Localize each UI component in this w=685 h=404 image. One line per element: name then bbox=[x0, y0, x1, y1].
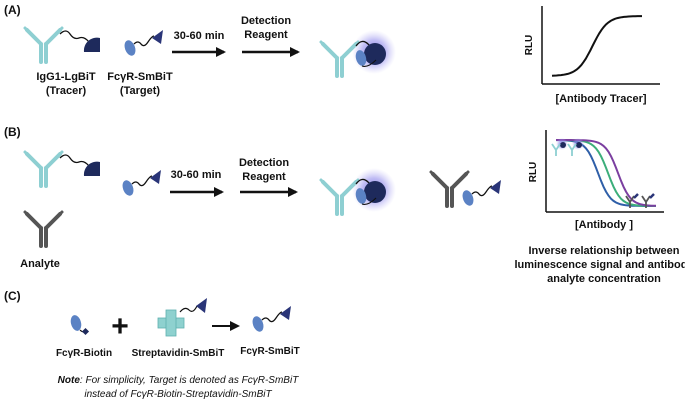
lgbit-icon bbox=[83, 37, 100, 52]
inhibition-curve-3 bbox=[556, 139, 656, 207]
panel-a-label: (A) bbox=[4, 3, 21, 17]
incubation-time-a: 30-60 min bbox=[174, 30, 225, 42]
panel-c: (C) FcγR-Biotin + Streptavidin-SmBiT Fcγ… bbox=[4, 289, 300, 400]
chart-a-ylabel: RLU bbox=[524, 35, 535, 56]
caption-line1: Inverse relationship between bbox=[529, 245, 680, 257]
fcgr-icon bbox=[355, 188, 367, 204]
luminescent-complex bbox=[319, 30, 396, 78]
chart-b: RLU [Antibody ] bbox=[528, 130, 664, 231]
note-line1: Note: For simplicity, Target is denoted … bbox=[58, 375, 300, 386]
chart-a-xlabel: [Antibody Tracer] bbox=[555, 93, 646, 105]
tracer-role: (Tracer) bbox=[46, 85, 87, 97]
detection-reagent-b-line2: Reagent bbox=[242, 171, 286, 183]
plus-icon: + bbox=[111, 310, 129, 343]
target-name: FcγR-SmBiT bbox=[107, 71, 173, 83]
detection-reagent-b-line1: Detection bbox=[239, 157, 289, 169]
lgbit-icon bbox=[364, 43, 386, 65]
smbit-icon bbox=[196, 298, 207, 313]
tracer-antibody-icon bbox=[23, 26, 64, 64]
streptavidin-smbit-molecule bbox=[157, 298, 207, 337]
analyte-antibody-icon bbox=[429, 170, 470, 208]
fcgr-smbit-icon bbox=[121, 29, 164, 58]
detection-reagent-a-line2: Reagent bbox=[244, 29, 288, 41]
panel-b: (B) Analyte 30-60 min Detection Reagent bbox=[4, 125, 685, 285]
streptavidin-smbit-label: Streptavidin-SmBiT bbox=[132, 348, 225, 359]
caption-line2: luminescence signal and antibody bbox=[514, 259, 685, 271]
tracer-antibody-icon bbox=[319, 40, 360, 78]
fcgr-icon bbox=[355, 50, 367, 66]
mini-complex-icons bbox=[551, 138, 584, 156]
tracer-antibody-icon bbox=[23, 150, 64, 188]
linker-icon bbox=[59, 154, 90, 167]
chart-b-xlabel: [Antibody ] bbox=[575, 219, 633, 231]
analyte-antibody-icon bbox=[23, 210, 64, 248]
linker-icon bbox=[59, 30, 90, 43]
lgbit-icon bbox=[364, 181, 386, 203]
chart-a: RLU [Antibody Tracer] bbox=[524, 6, 660, 105]
panel-b-label: (B) bbox=[4, 125, 21, 139]
chart-b-ylabel: RLU bbox=[528, 162, 539, 183]
sigmoid-curve bbox=[551, 15, 642, 77]
fcgr-biotin-molecule bbox=[70, 315, 90, 336]
fcgr-smbit-icon bbox=[459, 179, 502, 208]
fcgr-icon bbox=[70, 315, 82, 331]
fcgr-smbit-icon bbox=[119, 169, 162, 198]
fcgr-smbit-label: FcγR-SmBiT bbox=[240, 346, 299, 357]
note-line2: instead of FcγR-Biotin-Streptavidin-SmBi… bbox=[84, 389, 272, 400]
lgbit-icon bbox=[83, 161, 100, 176]
panel-a: (A) IgG1-LgBiT (Tracer) FcγR-SmBiT (Targ… bbox=[4, 3, 660, 105]
panel-c-label: (C) bbox=[4, 289, 21, 303]
fcgr-biotin-label: FcγR-Biotin bbox=[56, 348, 112, 359]
detection-reagent-a-line1: Detection bbox=[241, 15, 291, 27]
incubation-time-b: 30-60 min bbox=[171, 169, 222, 181]
tracer-name: IgG1-LgBiT bbox=[36, 71, 96, 83]
biotin-icon bbox=[81, 327, 90, 336]
tracer-molecule bbox=[23, 26, 100, 64]
analyte-label: Analyte bbox=[20, 258, 60, 270]
tracer-antibody-icon bbox=[319, 178, 360, 216]
target-role: (Target) bbox=[120, 85, 160, 97]
mini-analyte-icons bbox=[625, 193, 655, 208]
analyte-target-complex bbox=[429, 170, 502, 208]
fcgr-smbit-icon bbox=[249, 305, 292, 334]
caption-line3: analyte concentration bbox=[547, 273, 661, 285]
luminescent-complex bbox=[319, 168, 396, 216]
